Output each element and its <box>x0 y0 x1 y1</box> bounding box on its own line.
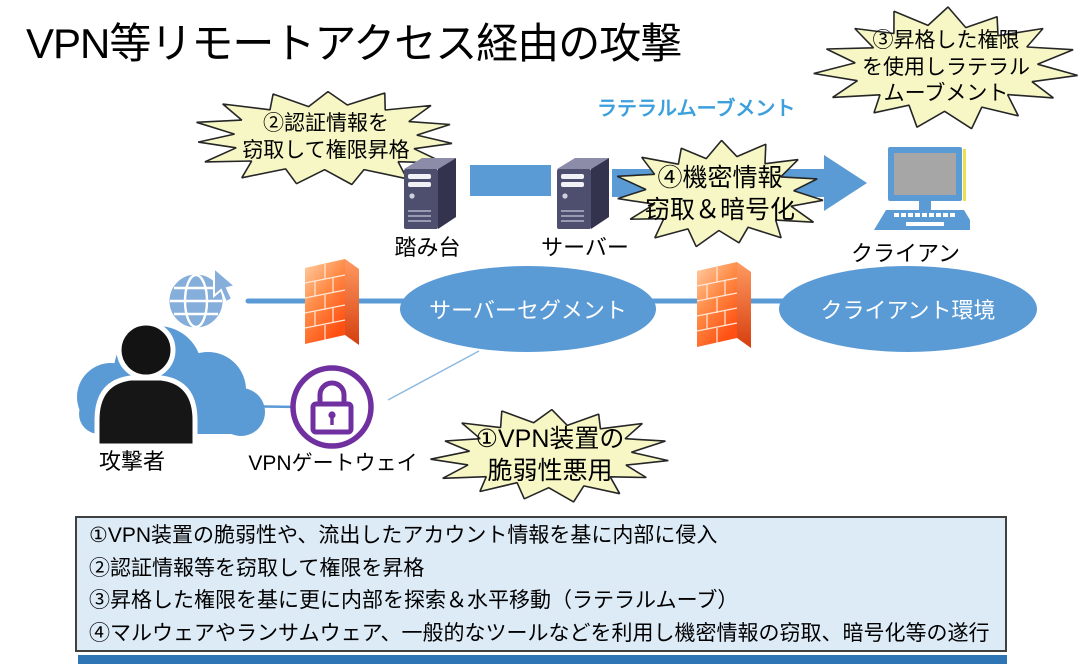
legend-line-4: ④マルウェアやランサムウェア、一般的なツールなどを利用し機密情報の窃取、暗号化等… <box>89 621 990 645</box>
server-segment-ellipse: サーバーセグメント <box>400 266 656 352</box>
callout-step4-line: ④機密情報 <box>657 164 783 192</box>
vpn-gateway-label: VPNゲートウェイ <box>248 452 418 475</box>
callout-step1-line: ①VPN装置の <box>475 425 625 453</box>
vpn-segment-line <box>387 350 480 401</box>
globe-cursor-icon <box>169 266 238 329</box>
callout-step4-line: 窃取＆暗号化 <box>644 196 795 224</box>
callout-step3-line: ③昇格した権限 <box>872 28 1020 52</box>
bottom-accent-bar <box>78 655 1007 664</box>
callout-step3-line: を使用しラテラル <box>862 55 1030 79</box>
legend-box: ①VPN装置の脆弱性や、流出したアカウント情報を基に内部に侵入 ②認証情報等を窃… <box>75 516 1007 652</box>
starburst-icon <box>616 139 824 248</box>
callout-step2-line: ②認証情報を <box>263 112 389 136</box>
callout-step3: ③昇格した権限 を使用しラテラル ムーブメント <box>810 3 1082 133</box>
legend-line-2: ②認証情報等を窃取して権限を昇格 <box>89 556 425 580</box>
callout-step4: ④機密情報 窃取＆暗号化 <box>608 136 832 252</box>
stepping-stone-label: 踏み台 <box>394 235 461 260</box>
client-environment-ellipse: クライアント環境 <box>779 266 1037 352</box>
server-tower-icon <box>557 158 609 229</box>
starburst-icon <box>813 6 1078 130</box>
person-silhouette-icon <box>94 320 198 446</box>
desktop-computer-icon <box>874 147 970 230</box>
callout-step1: ①VPN装置の 脆弱性悪用 <box>424 404 676 506</box>
callout-step1-line: 脆弱性悪用 <box>487 457 613 485</box>
starburst-icon <box>196 90 453 186</box>
callout-step2: ②認証情報を 窃取して権限昇格 <box>182 85 470 191</box>
client-environment-label: クライアント環境 <box>820 298 996 323</box>
server-label: サーバー <box>541 235 629 260</box>
arrow-head-icon <box>824 155 867 211</box>
lateral-movement-label: ラテラルムーブメント <box>597 98 796 120</box>
page-title: VPN等リモートアクセス経由の攻撃 <box>26 20 682 67</box>
lock-circle-icon <box>290 365 374 449</box>
firewall-brick-icon <box>696 262 751 348</box>
starburst-icon <box>430 408 669 503</box>
firewall-brick-icon <box>304 259 359 345</box>
server-tower-icon <box>404 158 456 229</box>
legend-line-1: ①VPN装置の脆弱性や、流出したアカウント情報を基に内部に侵入 <box>89 524 718 547</box>
callout-step2-line: 窃取して権限昇格 <box>242 139 410 162</box>
connector-bar <box>470 165 551 196</box>
callout-step3-line: ムーブメント <box>883 82 1009 106</box>
server-segment-label: サーバーセグメント <box>429 298 627 323</box>
legend-line-3: ③昇格した権限を基に更に内部を探索＆水平移動（ラテラルムーブ） <box>89 589 739 612</box>
attacker-label: 攻撃者 <box>98 449 165 474</box>
